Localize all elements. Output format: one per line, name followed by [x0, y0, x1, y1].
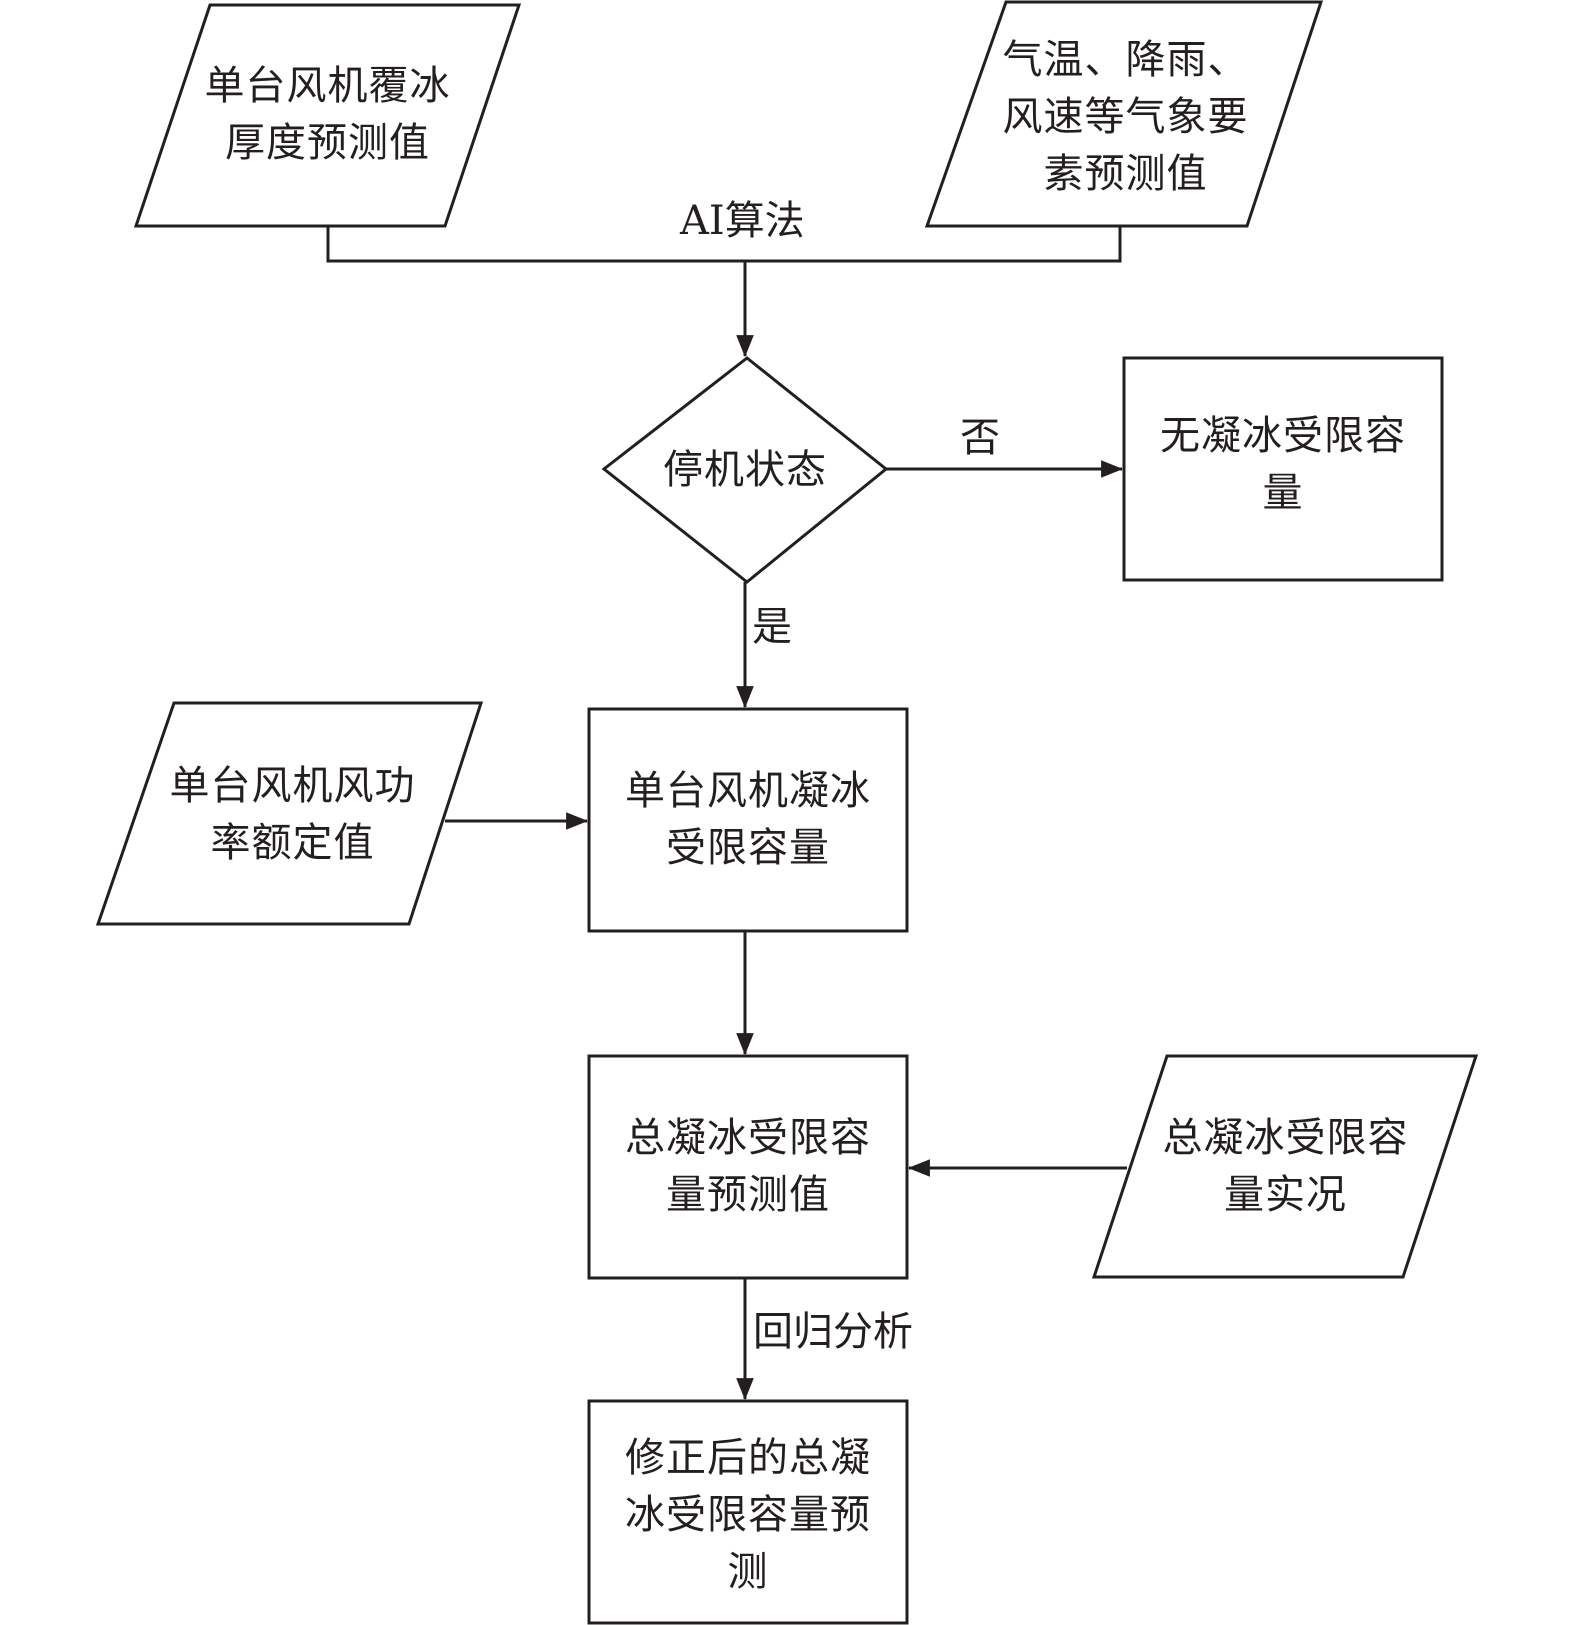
node-input-rated: 单台风机风功 率额定值 — [169, 763, 416, 866]
edge-label-regression: 回归分析 — [753, 1309, 913, 1355]
input-weather-shape — [924, 0, 1324, 228]
node-input-weather: 气温、降雨、 风速等气象要 素预测值 — [1002, 36, 1249, 197]
node-corrected: 修正后的总凝 冰受限容量预 测 — [625, 1434, 871, 1595]
input-ice-shape — [133, 3, 522, 228]
input-actual-shape — [1091, 1054, 1479, 1279]
node-total-forecast: 总凝冰受限容 量预测值 — [625, 1115, 871, 1218]
decision-shutdown-shape — [601, 356, 889, 584]
node-no-limit: 无凝冰受限容 量 — [1160, 413, 1406, 516]
edge-label-no: 否 — [960, 415, 1000, 461]
connector-merge — [326, 226, 1122, 263]
total-forecast-shape — [587, 1054, 909, 1280]
input-rated-shape — [95, 701, 484, 926]
single-limit-shape — [587, 707, 909, 933]
node-input-ice: 单台风机覆冰 厚度预测值 — [204, 63, 451, 166]
corrected-shape — [587, 1399, 909, 1625]
edge-label-yes: 是 — [752, 604, 792, 650]
no-limit-shape — [1122, 356, 1444, 582]
node-decision-shutdown: 停机状态 — [663, 446, 827, 493]
node-input-actual: 总凝冰受限容 量实况 — [1162, 1115, 1409, 1218]
edge-label-ai: AI算法 — [680, 198, 805, 244]
node-single-limit: 单台风机凝冰 受限容量 — [625, 768, 871, 871]
